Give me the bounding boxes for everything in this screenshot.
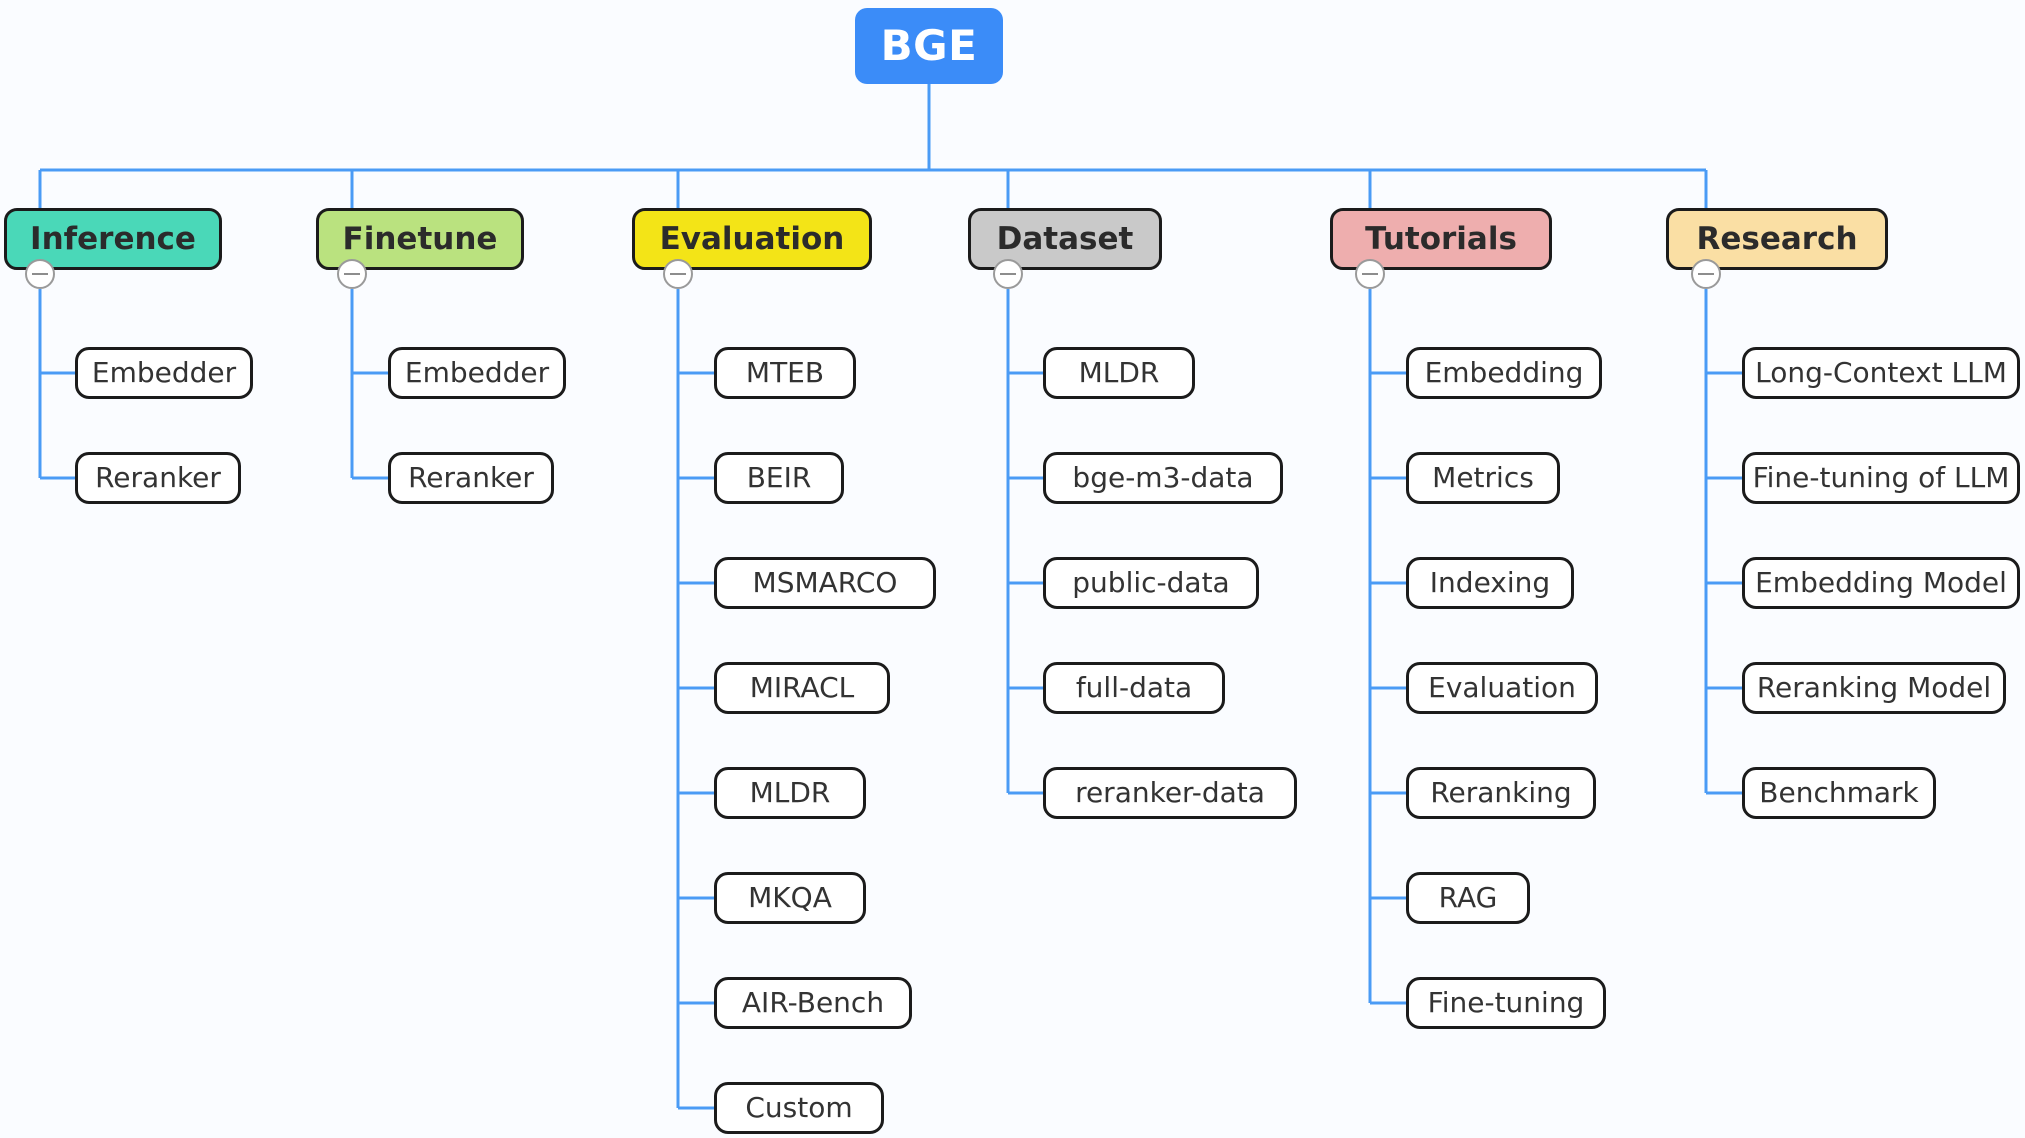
collapse-toggle-finetune[interactable] [337, 259, 367, 289]
leaf-node-evaluation-2[interactable]: MSMARCO [714, 557, 936, 609]
leaf-node-finetune-1[interactable]: Reranker [388, 452, 554, 504]
minus-circle-icon [670, 273, 686, 275]
leaf-node-dataset-0[interactable]: MLDR [1043, 347, 1195, 399]
leaf-node-tutorials-3[interactable]: Evaluation [1406, 662, 1598, 714]
leaf-node-inference-0[interactable]: Embedder [75, 347, 253, 399]
minus-circle-icon [1000, 273, 1016, 275]
category-node-tutorials[interactable]: Tutorials [1330, 208, 1552, 270]
leaf-node-tutorials-1[interactable]: Metrics [1406, 452, 1560, 504]
leaf-node-tutorials-6[interactable]: Fine-tuning [1406, 977, 1606, 1029]
leaf-node-research-3[interactable]: Reranking Model [1742, 662, 2006, 714]
leaf-node-evaluation-1[interactable]: BEIR [714, 452, 844, 504]
minus-circle-icon [344, 273, 360, 275]
leaf-node-dataset-1[interactable]: bge-m3-data [1043, 452, 1283, 504]
leaf-node-dataset-4[interactable]: reranker-data [1043, 767, 1297, 819]
leaf-node-tutorials-5[interactable]: RAG [1406, 872, 1530, 924]
collapse-toggle-dataset[interactable] [993, 259, 1023, 289]
leaf-node-dataset-3[interactable]: full-data [1043, 662, 1225, 714]
leaf-node-evaluation-0[interactable]: MTEB [714, 347, 856, 399]
leaf-node-research-4[interactable]: Benchmark [1742, 767, 1936, 819]
leaf-node-evaluation-6[interactable]: AIR-Bench [714, 977, 912, 1029]
leaf-node-tutorials-4[interactable]: Reranking [1406, 767, 1596, 819]
collapse-toggle-inference[interactable] [25, 259, 55, 289]
leaf-node-inference-1[interactable]: Reranker [75, 452, 241, 504]
leaf-node-research-1[interactable]: Fine-tuning of LLM [1742, 452, 2020, 504]
category-node-research[interactable]: Research [1666, 208, 1888, 270]
leaf-node-evaluation-5[interactable]: MKQA [714, 872, 866, 924]
leaf-node-evaluation-7[interactable]: Custom [714, 1082, 884, 1134]
leaf-node-research-2[interactable]: Embedding Model [1742, 557, 2020, 609]
leaf-node-tutorials-0[interactable]: Embedding [1406, 347, 1602, 399]
minus-circle-icon [1362, 273, 1378, 275]
root-node-bge[interactable]: BGE [855, 8, 1003, 84]
collapse-toggle-tutorials[interactable] [1355, 259, 1385, 289]
leaf-node-evaluation-3[interactable]: MIRACL [714, 662, 890, 714]
leaf-node-dataset-2[interactable]: public-data [1043, 557, 1259, 609]
leaf-node-evaluation-4[interactable]: MLDR [714, 767, 866, 819]
category-node-evaluation[interactable]: Evaluation [632, 208, 872, 270]
collapse-toggle-evaluation[interactable] [663, 259, 693, 289]
collapse-toggle-research[interactable] [1691, 259, 1721, 289]
minus-circle-icon [1698, 273, 1714, 275]
leaf-node-tutorials-2[interactable]: Indexing [1406, 557, 1574, 609]
minus-circle-icon [32, 273, 48, 275]
leaf-node-finetune-0[interactable]: Embedder [388, 347, 566, 399]
category-node-dataset[interactable]: Dataset [968, 208, 1162, 270]
category-node-inference[interactable]: Inference [4, 208, 222, 270]
leaf-node-research-0[interactable]: Long-Context LLM [1742, 347, 2020, 399]
